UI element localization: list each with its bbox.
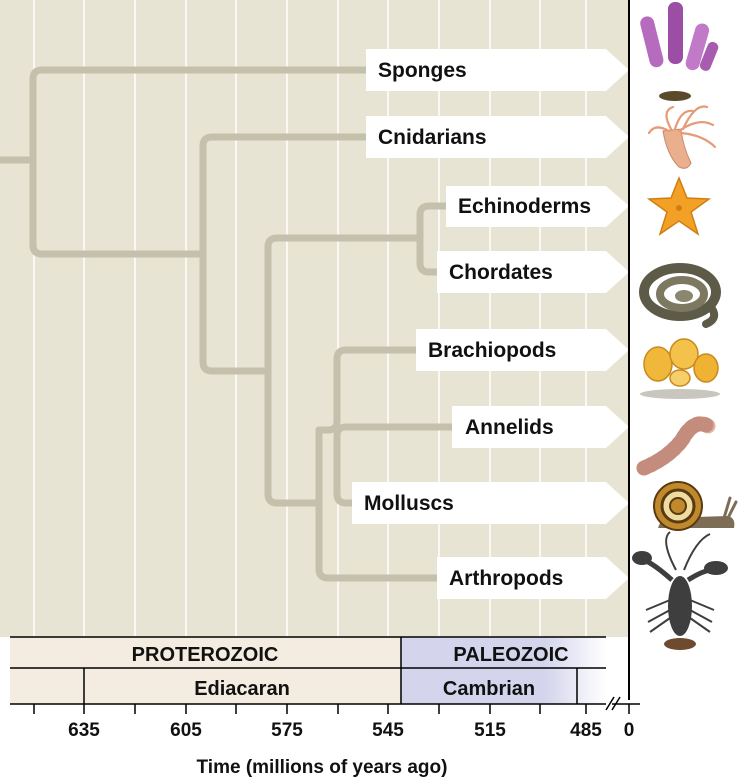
geologic-timescale: PROTEROZOIC PALEOZOIC Ediacaran Cambrian: [10, 637, 606, 704]
taxon-chordates: Chordates: [437, 251, 629, 293]
tick-label-635: 635: [68, 720, 100, 741]
tick-label-485: 485: [570, 720, 602, 741]
starfish-icon: [649, 178, 709, 234]
taxon-sponges: Sponges: [366, 49, 629, 91]
tick-label-0: 0: [624, 720, 635, 741]
period-cambrian: Cambrian: [443, 678, 535, 700]
taxon-echinoderms: Echinoderms: [446, 186, 629, 227]
snake-icon: [644, 268, 716, 324]
eon-paleozoic: PALEOZOIC: [453, 644, 568, 666]
taxon-annelids: Annelids: [452, 406, 629, 448]
sponge-icon: [639, 2, 720, 101]
taxon-label-brachiopods: Brachiopods: [428, 339, 556, 362]
taxon-label-echinoderms: Echinoderms: [458, 195, 591, 218]
tick-label-605: 605: [170, 720, 202, 741]
lobster-icon: [632, 532, 728, 650]
tick-label-515: 515: [474, 720, 506, 741]
taxon-label-cnidarians: Cnidarians: [378, 126, 487, 149]
eon-proterozoic: PROTEROZOIC: [132, 644, 279, 666]
taxon-label-molluscs: Molluscs: [364, 492, 454, 515]
axis-ticks: [34, 704, 629, 714]
taxon-label-chordates: Chordates: [449, 261, 553, 284]
taxon-label-arthropods: Arthropods: [449, 567, 563, 590]
taxon-molluscs: Molluscs: [352, 482, 629, 524]
worm-icon: [644, 424, 708, 468]
taxon-arthropods: Arthropods: [437, 557, 629, 599]
tick-label-575: 575: [271, 720, 303, 741]
snail-icon: [654, 482, 736, 530]
brachiopod-icon: [640, 339, 720, 399]
taxon-cnidarians: Cnidarians: [366, 116, 629, 158]
taxon-label-sponges: Sponges: [378, 59, 467, 82]
taxon-label-annelids: Annelids: [465, 416, 554, 439]
cnidarian-icon: [649, 106, 715, 168]
period-ediacaran: Ediacaran: [194, 678, 290, 700]
axis-title: Time (millions of years ago): [197, 757, 448, 778]
tree-panel: [0, 0, 629, 637]
taxon-brachiopods: Brachiopods: [416, 329, 629, 371]
tick-label-545: 545: [372, 720, 404, 741]
time-axis: 635 605 575 545 515 485 0 Time (millions…: [10, 697, 640, 778]
